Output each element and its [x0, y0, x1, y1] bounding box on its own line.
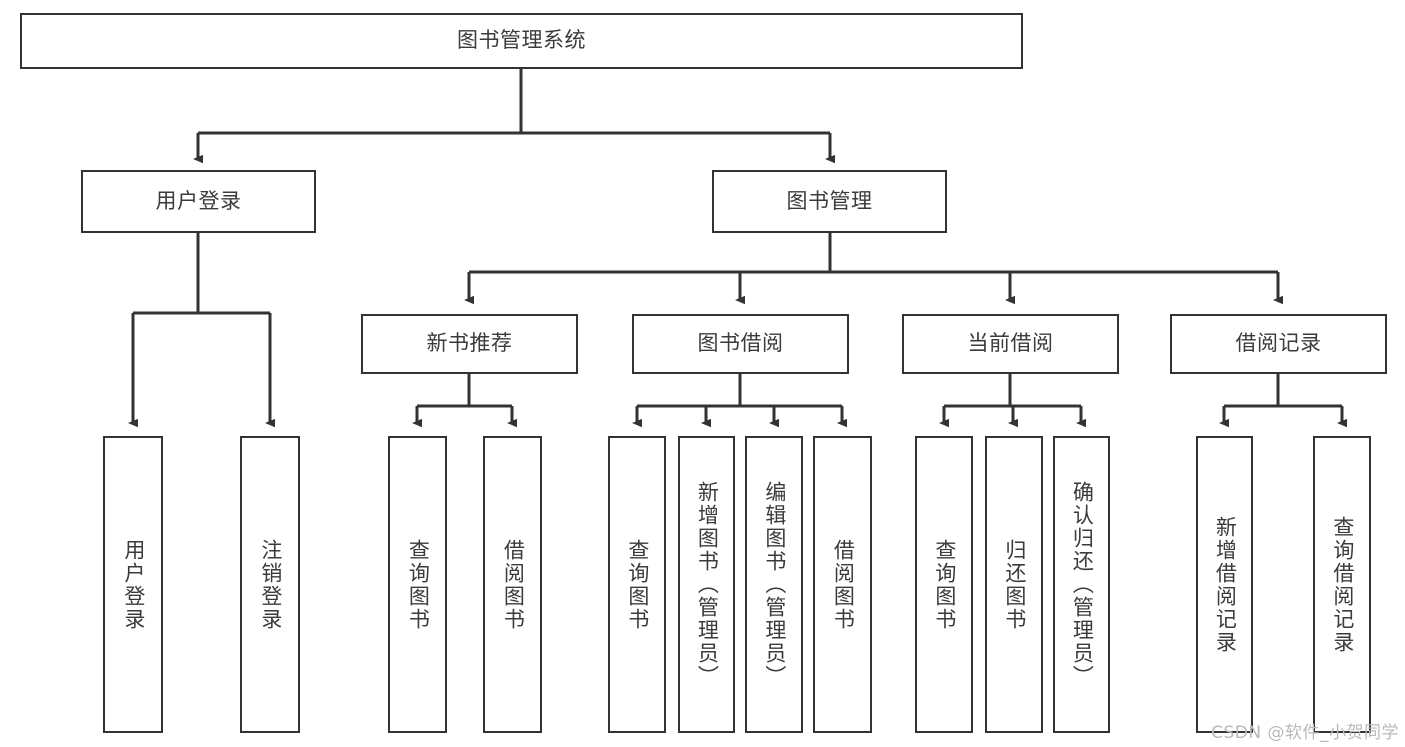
- leaf-confirm-return[interactable]: 确认归还（管理员）: [1053, 436, 1110, 733]
- connector-borrowrecord-to-leaves: [1219, 374, 1347, 428]
- node-user-login[interactable]: 用户登录: [81, 170, 316, 233]
- connector-bookmgmt-to-level3: [464, 233, 1283, 305]
- connector-currentborrow-to-leaves: [939, 374, 1086, 428]
- connector-root-to-level2: [193, 69, 835, 164]
- leaf-query-borrow-record[interactable]: 查询借阅记录: [1313, 436, 1371, 733]
- node-label: 图书借阅: [697, 331, 784, 356]
- node-label: 图书管理系统: [457, 28, 586, 53]
- node-label: 查询借阅记录: [1330, 515, 1355, 654]
- node-label: 借阅图书: [501, 538, 526, 631]
- connector-newbook-to-leaves: [412, 374, 517, 428]
- node-label: 编辑图书（管理员）: [762, 481, 787, 688]
- node-label: 用户登录: [121, 538, 146, 631]
- node-label: 注销登录: [258, 538, 283, 631]
- node-borrow-record[interactable]: 借阅记录: [1170, 314, 1387, 374]
- leaf-add-book[interactable]: 新增图书（管理员）: [678, 436, 735, 733]
- leaf-query-book-borrow[interactable]: 查询图书: [608, 436, 666, 733]
- leaf-query-book-new[interactable]: 查询图书: [388, 436, 447, 733]
- leaf-add-borrow-record[interactable]: 新增借阅记录: [1196, 436, 1253, 733]
- node-label: 查询图书: [406, 538, 431, 631]
- node-label: 新增图书（管理员）: [695, 481, 720, 688]
- node-label: 图书管理: [786, 188, 873, 213]
- node-label: 借阅图书: [831, 538, 856, 631]
- node-new-book-recommend[interactable]: 新书推荐: [361, 314, 578, 374]
- leaf-user-login[interactable]: 用户登录: [103, 436, 163, 733]
- node-label: 借阅记录: [1235, 331, 1322, 356]
- node-root-system[interactable]: 图书管理系统: [20, 13, 1023, 69]
- connector-userlogin-to-leaves: [128, 233, 275, 428]
- node-label: 确认归还（管理员）: [1070, 481, 1095, 688]
- node-current-borrow[interactable]: 当前借阅: [902, 314, 1119, 374]
- node-label: 查询图书: [625, 538, 650, 631]
- node-label: 查询图书: [932, 538, 957, 631]
- node-book-management[interactable]: 图书管理: [712, 170, 947, 233]
- leaf-borrow-book-new[interactable]: 借阅图书: [483, 436, 542, 733]
- csdn-watermark: CSDN @软件_小贺同学: [1211, 723, 1399, 743]
- leaf-return-book[interactable]: 归还图书: [985, 436, 1043, 733]
- node-label: 新增借阅记录: [1213, 515, 1238, 654]
- leaf-edit-book[interactable]: 编辑图书（管理员）: [745, 436, 803, 733]
- leaf-borrow-book[interactable]: 借阅图书: [813, 436, 872, 733]
- node-label: 新书推荐: [426, 331, 513, 356]
- connector-bookborrow-to-leaves: [632, 374, 847, 428]
- node-label: 当前借阅: [967, 331, 1054, 356]
- leaf-logout-login[interactable]: 注销登录: [240, 436, 300, 733]
- node-label: 归还图书: [1002, 538, 1027, 631]
- node-label: 用户登录: [155, 188, 242, 213]
- node-book-borrow[interactable]: 图书借阅: [632, 314, 849, 374]
- leaf-query-book-current[interactable]: 查询图书: [915, 436, 973, 733]
